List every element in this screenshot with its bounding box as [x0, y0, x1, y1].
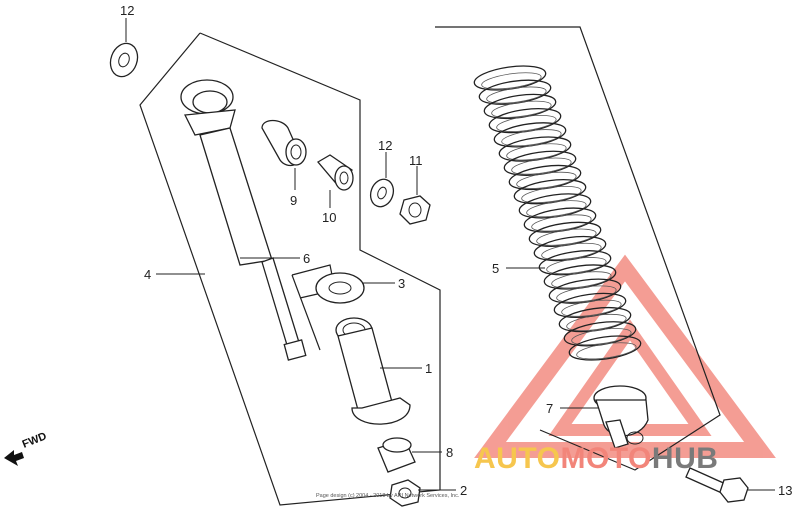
shock-assembly-outline: [139, 32, 441, 506]
coil-spring: [473, 65, 642, 361]
copyright-notice: Page design (c) 2004 - 2018 by ARI Netwo…: [316, 493, 460, 499]
spring-coil-inner: [566, 313, 627, 331]
callout-10: 10: [322, 210, 336, 225]
washer-top: [109, 42, 139, 78]
spring-coil-inner: [511, 157, 572, 175]
spring-seat-joint: [593, 385, 649, 449]
spring-coil-inner: [521, 186, 582, 204]
spring-coil-inner: [541, 242, 602, 260]
callout-6: 6: [303, 251, 310, 266]
spring-coil-inner: [526, 200, 587, 218]
spring-coil-inner: [546, 257, 607, 275]
shock-bushing: [261, 119, 307, 167]
fwd-label: FWD: [21, 430, 49, 451]
callout-11: 11: [409, 153, 423, 168]
spring-coil-inner: [496, 114, 557, 132]
callout-12-mid: 12: [378, 138, 392, 153]
watermark-text: AUTOMOTOHUB: [474, 442, 718, 475]
spring-coil-inner: [481, 72, 542, 90]
callout-3: 3: [398, 276, 405, 291]
spring-coil: [568, 335, 642, 361]
spring-coil-inner: [501, 129, 562, 147]
flange-nut: [389, 479, 421, 507]
callout-5: 5: [492, 261, 499, 276]
spring-coil-inner: [506, 143, 567, 161]
spring-coil-inner: [561, 299, 622, 317]
dust-boot: [335, 317, 411, 425]
shock-damper-body: [180, 79, 307, 361]
callout-2: 2: [460, 483, 467, 498]
watermark-text-auto: AUTO: [474, 442, 560, 475]
spring-assembly-outline: [435, 26, 721, 471]
spring-coil-inner: [556, 285, 617, 303]
washer-middle: [369, 178, 395, 208]
mounting-bolt: [685, 467, 749, 503]
spring-coil-inner: [536, 228, 597, 246]
leader-lines: [125, 18, 775, 491]
spring-coil-inner: [571, 328, 632, 346]
callout-13: 13: [778, 483, 792, 498]
spring-coil-inner: [516, 171, 577, 189]
spring-coil-inner: [576, 342, 637, 360]
spring-coil-inner: [486, 86, 547, 104]
shock-collar: [317, 154, 354, 191]
callout-1: 1: [425, 361, 432, 376]
callout-4: 4: [144, 267, 151, 282]
spring-coil-inner: [551, 271, 612, 289]
lock-nut: [399, 195, 431, 225]
callout-8: 8: [446, 445, 453, 460]
rubber-bushing: [377, 437, 416, 473]
forward-direction-indicator: FWD: [4, 430, 48, 466]
stopper-rubber: [291, 264, 365, 351]
callout-7: 7: [546, 401, 553, 416]
watermark-text-moto: MOTO: [560, 442, 651, 475]
spring-coil-inner: [491, 100, 552, 118]
watermark-text-hub: HUB: [652, 442, 719, 475]
callout-9: 9: [290, 193, 297, 208]
spring-coil-inner: [531, 214, 592, 232]
callout-12-top: 12: [120, 3, 134, 18]
